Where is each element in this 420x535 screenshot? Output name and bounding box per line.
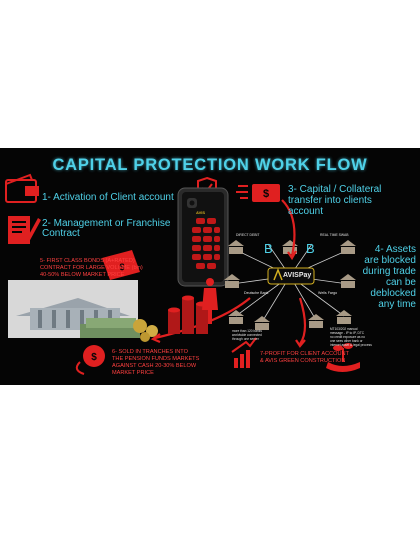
- step-5-label-line2: CONTRACT FOR LARGE VOLUME (bln): [40, 265, 143, 271]
- step-2-label-line2: Contract: [42, 228, 80, 239]
- phone-brand-label: AVIS: [196, 210, 206, 215]
- pensioner-icon: [202, 278, 218, 324]
- b-letter-right: B: [306, 241, 315, 256]
- step-4-label-line6: any time: [378, 299, 416, 310]
- step-6-label-line4: MARKET PRICE: [112, 370, 154, 376]
- svg-text:$: $: [91, 352, 97, 363]
- page-title: CAPITAL PROTECTION WORK FLOW: [52, 156, 368, 174]
- avispay-logo: [267, 267, 315, 285]
- direct-debit-label: DIRECT DEBIT: [236, 233, 260, 237]
- infographic-graphics: $: [5, 173, 360, 375]
- step-7-label-line2: & AVIS GREEN CONSTRUCTION: [260, 358, 346, 364]
- step-4-label-line5: deblocked: [370, 288, 416, 299]
- plant-hand-icon: [326, 343, 360, 372]
- workflow-infographic: $: [0, 148, 420, 385]
- note-right-line1: MT103/202 manual: [330, 327, 358, 331]
- note-right-line3: no credit exposure as no: [330, 335, 365, 339]
- money-transfer-icon: $: [236, 184, 280, 202]
- step-6-label-line3: AGAINST CASH 20-30% BELOW: [112, 363, 197, 369]
- handshake-dollar-icon: $: [75, 345, 105, 375]
- bank-label-deutsche: Deutsche Bank: [244, 291, 269, 295]
- step-3-label-line2: transfer into clients: [288, 195, 372, 206]
- avispay-brand: AVISPay: [283, 272, 312, 279]
- step-2-label-line1: 2- Management or Franchise: [42, 218, 171, 229]
- note-right-line4: one sees other bank or: [330, 339, 363, 343]
- cylinder-icons: [168, 295, 208, 334]
- contract-icon: [8, 216, 41, 244]
- bond-certificate-icon: $: [102, 250, 140, 280]
- money-stack-image: [8, 280, 158, 342]
- growth-chart-icon: [231, 337, 257, 368]
- note-left-line2: worldwide connected: [232, 333, 262, 337]
- bank-label-wells: Wells Fargo: [318, 291, 338, 295]
- real-time-label: REAL TIME SWAB: [320, 233, 349, 237]
- step-3-label-line3: account: [288, 206, 324, 217]
- smartphone-image: [177, 187, 229, 287]
- svg-text:$: $: [119, 262, 124, 272]
- wallet-icon: [5, 173, 39, 203]
- step-4-label-line2: are blocked: [364, 255, 416, 266]
- step-4-label-line4: can be: [385, 277, 416, 288]
- step-5-label-line1: 5- FIRST CLASS BONDS (A+RATED): [40, 258, 135, 264]
- note-right-line5: internet asset & legal process: [330, 343, 372, 347]
- note-left-line1: more than 120 banks: [232, 329, 262, 333]
- svg-text:$: $: [263, 188, 269, 200]
- b-letter-left: B: [264, 241, 273, 256]
- note-right-line2: message - IP to IP, DTC: [330, 331, 365, 335]
- step-5-label-line3: 40-50% BELOW MARKET PRICE: [40, 272, 125, 278]
- step-6-label-line2: THE PENSION FUNDS MARKETS: [112, 356, 200, 362]
- step-3-label-line1: 3- Capital / Collateral: [288, 184, 382, 195]
- step-4-label-line3: during trade: [362, 266, 416, 277]
- bank-icons: [224, 240, 356, 330]
- step-4-label-line1: 4- Assets: [374, 244, 416, 255]
- step-6-label-line1: 6- SOLD IN TRANCHES INTO: [112, 349, 188, 355]
- step-1-label: 1- Activation of Client account: [42, 192, 174, 203]
- step-7-label-line1: 7-PROFIT FOR CLIENT ACCOUNT: [260, 351, 349, 357]
- note-left-line3: through one server: [232, 337, 259, 341]
